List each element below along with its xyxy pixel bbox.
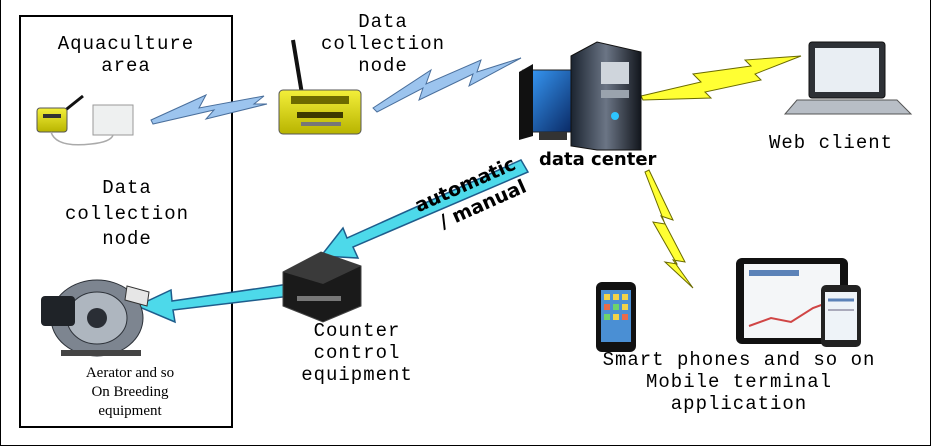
- dcn-top-line-1: Data: [358, 11, 408, 33]
- smartphone-icon: [596, 282, 636, 352]
- data-collection-node-label-top: Data collection node: [283, 11, 483, 78]
- aquaculture-area-label: Aquaculture area: [23, 33, 229, 78]
- mobile-line-2: Mobile terminal: [645, 370, 833, 393]
- aquaculture-line-2: area: [101, 54, 151, 77]
- sensor-node-icon: [36, 94, 134, 146]
- aerator-line-2: On Breeding: [91, 383, 169, 400]
- data-collection-node-label-left: Data collection node: [27, 176, 227, 253]
- counter-line-2: control: [313, 341, 401, 364]
- dcn-top-line-3: node: [358, 54, 408, 77]
- wireless-link-sensor: [150, 93, 268, 125]
- aerator-line-3: equipment: [98, 402, 162, 419]
- dcn-top-line-2: collection: [320, 32, 446, 55]
- counter-line-1: Counter: [313, 320, 401, 342]
- aerator-blower-icon: [41, 279, 150, 357]
- arrow-to-aerator: [135, 283, 292, 324]
- dcn-left-line-1: Data: [102, 177, 152, 199]
- mobile-terminal-label: Smart phones and so on Mobile terminal a…: [549, 349, 929, 416]
- aerator-line-1: Aerator and so: [85, 365, 175, 381]
- server-computer-icon: [519, 41, 642, 151]
- aerator-label: Aerator and so On Breeding equipment: [27, 364, 233, 420]
- mobile-line-3: application: [670, 392, 808, 415]
- data-center-label: data center: [539, 149, 657, 170]
- wireless-link-collector: [372, 57, 522, 113]
- mobile-line-1: Smart phones and so on: [602, 349, 876, 371]
- arrow-to-controller: [319, 159, 530, 259]
- wireless-link-mobile: [644, 169, 694, 289]
- collector-icon: [278, 39, 362, 135]
- dcn-left-line-3: node: [102, 228, 152, 251]
- web-client-label: Web client: [769, 132, 894, 154]
- controller-box-icon: [282, 251, 362, 323]
- counter-control-label: Counter control equipment: [287, 320, 427, 387]
- aquaculture-line-1: Aquaculture: [57, 33, 195, 55]
- wireless-link-web: [640, 55, 802, 101]
- counter-line-3: equipment: [301, 363, 413, 386]
- tablet-icon: [736, 258, 861, 347]
- laptop-icon: [783, 41, 913, 115]
- dcn-left-line-2: collection: [64, 202, 190, 225]
- aquaculture-area-frame: [19, 15, 233, 428]
